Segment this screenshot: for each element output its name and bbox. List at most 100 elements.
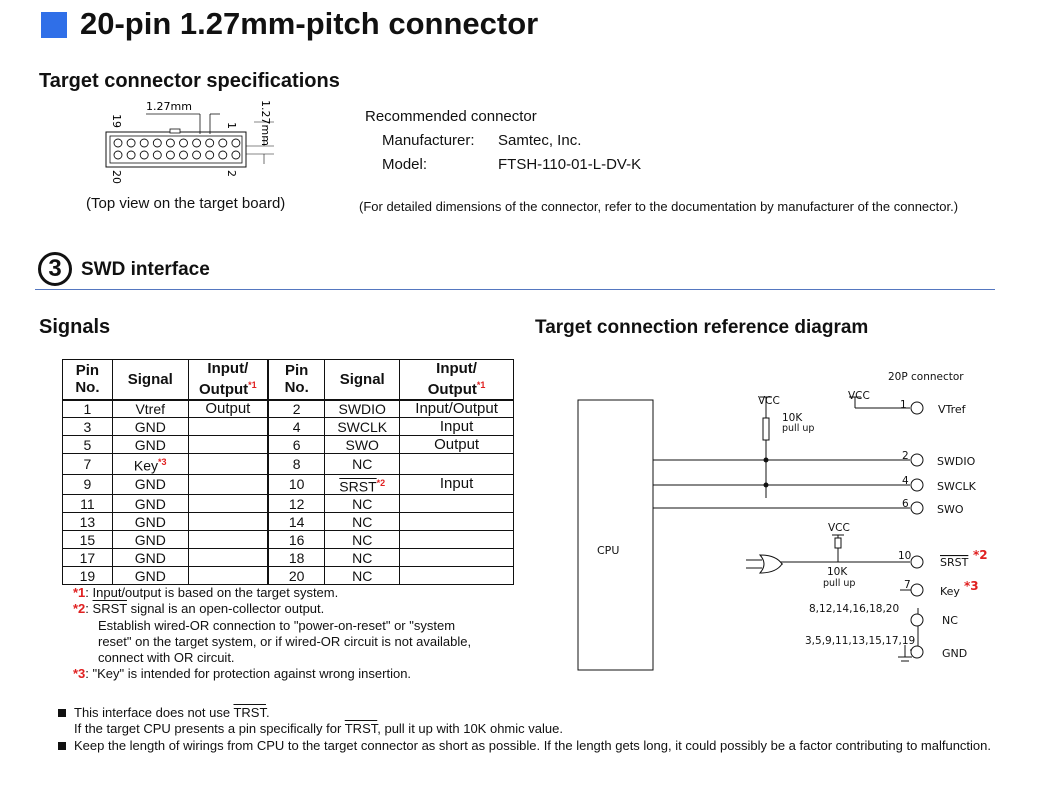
signal-name: Key*3 <box>111 453 189 475</box>
connector-drawing: 1.27mm 1.27mm 19 1 20 2 <box>105 100 274 184</box>
pin-1-number: 1 <box>900 399 907 411</box>
io-direction <box>399 566 514 586</box>
swdio-label: SWDIO <box>937 455 976 468</box>
io-direction <box>187 417 269 436</box>
pin-number: 13 <box>62 512 113 532</box>
pin-number: 16 <box>267 530 326 550</box>
io-direction <box>399 494 514 514</box>
signal-name: GND <box>111 494 189 514</box>
pin-hole <box>231 150 241 160</box>
pin-1-label: 1 <box>225 122 238 129</box>
io-direction <box>187 473 269 496</box>
cpu-label: CPU <box>597 544 619 557</box>
key-note-mark: *3 <box>964 579 979 593</box>
io-direction <box>187 435 269 454</box>
pin-hole <box>165 150 175 160</box>
io-direction <box>187 548 269 568</box>
pin-number: 12 <box>267 494 326 514</box>
signal-name: Vtref <box>111 398 189 418</box>
pin-hole <box>179 150 188 160</box>
signal-name: GND <box>111 530 189 550</box>
nc-pins-label: 8,12,14,16,18,20 <box>809 603 899 615</box>
vcc-label-3: VCC <box>828 522 850 534</box>
pin-number: 7 <box>62 453 113 475</box>
srst-note-mark: *2 <box>973 548 988 562</box>
pin-hole <box>205 138 215 148</box>
pin-hole <box>139 138 149 148</box>
pin-hole <box>152 138 162 148</box>
io-direction: Input <box>399 417 514 436</box>
signal-name: SWDIO <box>324 398 401 418</box>
pin-number: 8 <box>267 453 326 475</box>
pin-number: 5 <box>62 435 113 454</box>
bullet-list: This interface does not use TRST. If the… <box>58 705 1008 754</box>
recommended-label: Recommended connector <box>365 108 537 125</box>
pin-4-number: 4 <box>902 475 909 487</box>
pin-19-label: 19 <box>110 114 123 128</box>
note-1: *1: Input/output is based on the target … <box>73 585 339 600</box>
pin-6-number: 6 <box>902 498 909 510</box>
pin-hole <box>205 150 215 160</box>
pin-hole <box>192 138 202 148</box>
pin-20-label: 20 <box>110 170 123 184</box>
srst-label: SRST <box>940 556 969 569</box>
io-direction <box>399 530 514 550</box>
page-title: 20-pin 1.27mm-pitch connector <box>80 6 539 41</box>
signal-name: GND <box>111 417 189 436</box>
note-2-line-3: reset" on the target system, or if wired… <box>98 633 472 649</box>
model-label: Model: <box>382 156 428 173</box>
io-direction: Input/Output <box>399 398 514 418</box>
pin-number: 19 <box>62 566 113 586</box>
pin-number: 9 <box>62 473 113 496</box>
header-io: Input/Output*1 <box>187 359 269 400</box>
io-direction: Input <box>399 473 514 496</box>
pullup-label-1: pull up <box>782 423 814 434</box>
swclk-label: SWCLK <box>937 480 977 493</box>
pin-number: 20 <box>267 566 326 586</box>
pin-number: 6 <box>267 435 326 454</box>
signal-name: GND <box>111 548 189 568</box>
gnd-pins-label: 3,5,9,11,13,15,17,19 <box>805 635 915 647</box>
vcc-label-2: VCC <box>848 390 870 402</box>
pin-hole <box>126 150 136 160</box>
note-2: *2: SRST signal is an open-collector out… <box>73 601 325 617</box>
io-direction <box>187 453 269 475</box>
io-direction: Output <box>187 398 269 418</box>
diagram-heading: Target connection reference diagram <box>535 317 869 338</box>
pin-hole <box>139 150 149 160</box>
pin-number: 3 <box>62 417 113 436</box>
pin-hole <box>231 138 241 148</box>
pin-hole <box>113 150 123 160</box>
connector-label: 20P connector <box>888 371 964 383</box>
spec-heading: Target connector specifications <box>39 70 340 92</box>
signal-name: SWO <box>324 435 401 454</box>
gnd-label: GND <box>942 647 967 660</box>
io-direction <box>399 548 514 568</box>
io-direction: Output <box>399 435 514 454</box>
io-direction <box>187 494 269 514</box>
pin-number: 10 <box>267 473 326 496</box>
pin-2-number: 2 <box>902 450 909 462</box>
io-direction <box>187 512 269 532</box>
io-direction <box>399 512 514 532</box>
bullet-wiring: Keep the length of wirings from CPU to t… <box>58 738 1008 754</box>
vcc-label-1: VCC <box>758 395 780 407</box>
title-square-icon <box>41 12 67 38</box>
pin-hole <box>218 150 228 160</box>
pin-number: 4 <box>267 417 326 436</box>
pullup-value-2: 10K <box>827 566 848 578</box>
top-view-caption: (Top view on the target board) <box>86 195 286 212</box>
section-number-badge: 3 <box>38 252 72 286</box>
signal-notes: *1: Input/output is based on the target … <box>73 585 471 683</box>
pin-hole <box>192 150 202 160</box>
